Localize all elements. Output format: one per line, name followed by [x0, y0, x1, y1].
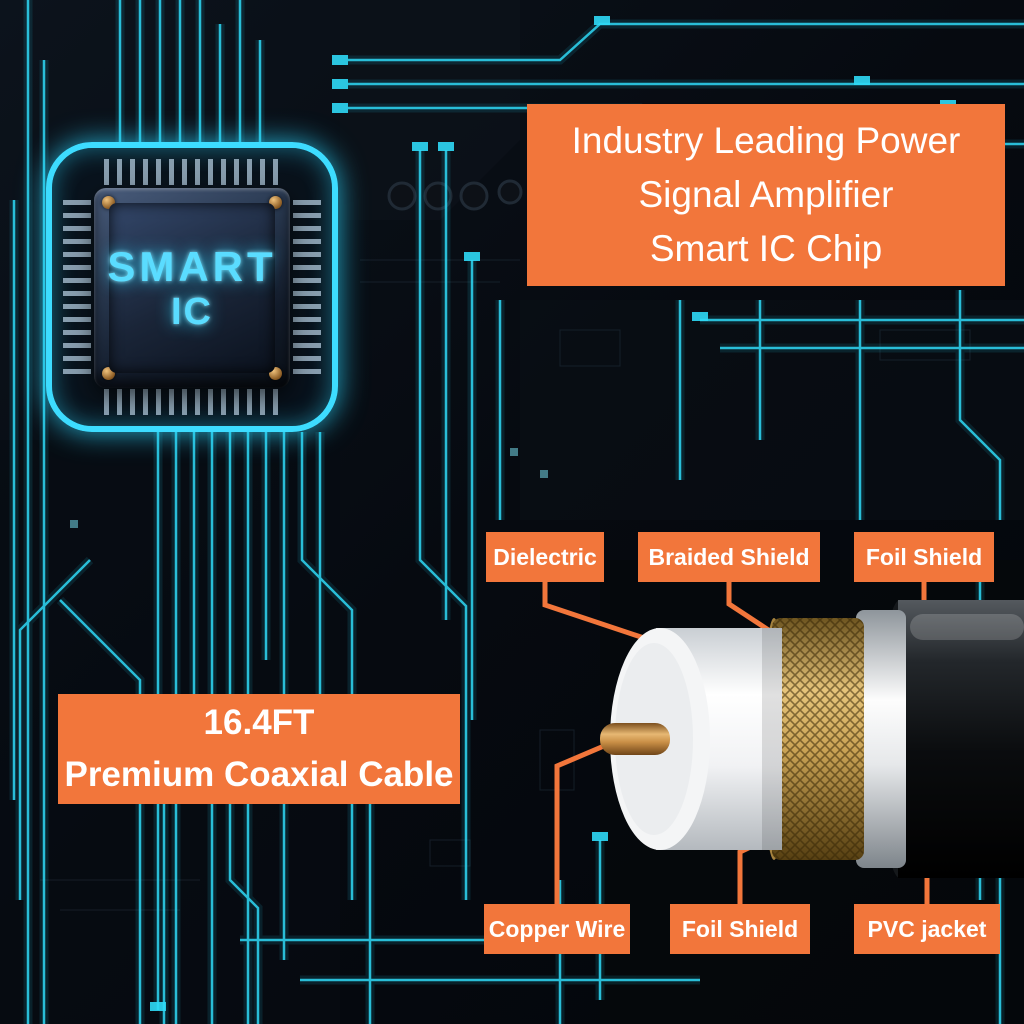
chip-pins-right	[293, 200, 321, 376]
headline-line-3: Smart IC Chip	[649, 228, 883, 269]
chip-pins-top	[104, 159, 280, 185]
label-foil-shield-bottom: Foil Shield	[670, 904, 810, 954]
copper-wire	[600, 723, 670, 755]
cable-length-line-2: Premium Coaxial Cable	[64, 755, 454, 794]
chip-pins-bottom	[104, 389, 280, 415]
foil-shield	[856, 610, 906, 868]
cable-cutaway	[600, 600, 1024, 878]
smart-ic-chip: SMART IC	[46, 142, 338, 432]
chip-label: SMART IC	[94, 188, 290, 388]
chip-label-smart: SMART	[107, 242, 277, 290]
label-braided-shield: Braided Shield	[638, 532, 820, 582]
headline-banner: Industry Leading Power Signal Amplifier …	[527, 104, 1005, 286]
chip-body: SMART IC	[94, 188, 290, 388]
headline-line-1: Industry Leading Power	[571, 120, 961, 161]
cable-length-banner: 16.4FT Premium Coaxial Cable	[58, 694, 460, 804]
chip-label-ic: IC	[171, 290, 213, 333]
pvc-jacket	[898, 600, 1024, 878]
leader-copper-wire	[554, 737, 619, 904]
cable-length-line-1: 16.4FT	[203, 703, 315, 742]
label-pvc-jacket: PVC jacket	[854, 904, 1000, 954]
chip-pins-left	[63, 200, 91, 376]
chip-inner-plate	[109, 203, 275, 373]
label-copper-wire: Copper Wire	[484, 904, 630, 954]
label-foil-shield-top: Foil Shield	[854, 532, 994, 582]
label-dielectric: Dielectric	[486, 532, 604, 582]
headline-line-2: Signal Amplifier	[638, 174, 894, 215]
